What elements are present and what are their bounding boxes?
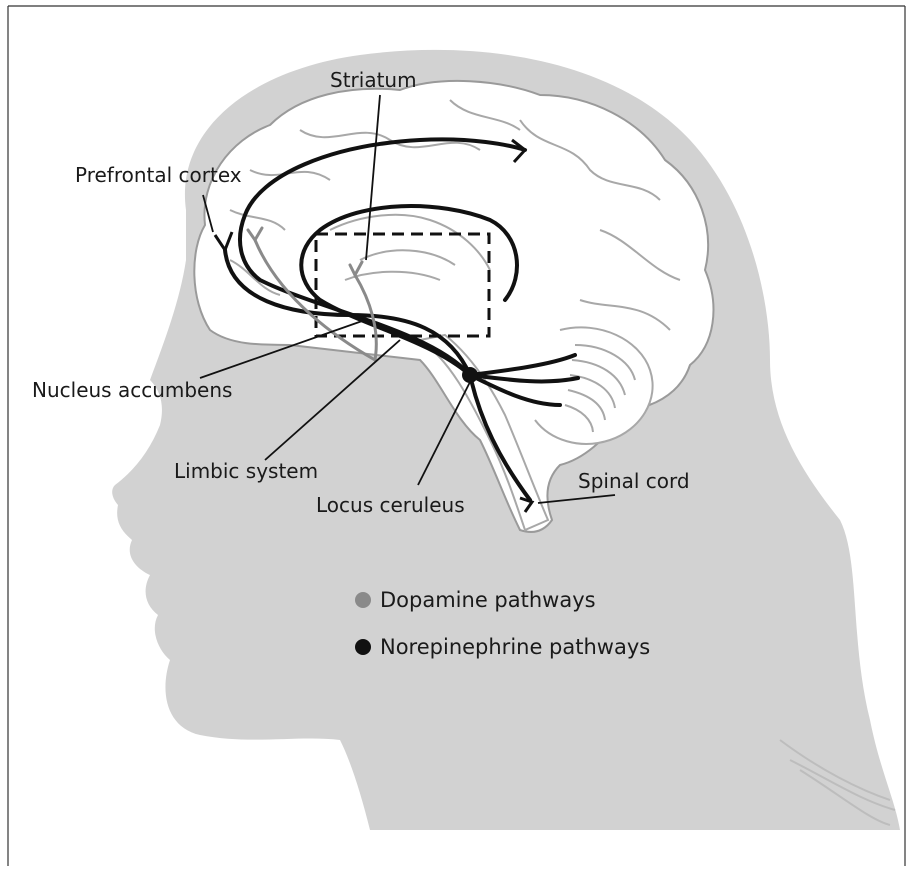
label-locus-ceruleus: Locus ceruleus [316,493,465,517]
label-prefrontal-cortex: Prefrontal cortex [75,163,242,187]
legend-dopamine-label: Dopamine pathways [380,588,596,612]
label-spinal-cord: Spinal cord [578,469,690,493]
label-striatum: Striatum [330,68,417,92]
label-nucleus-accumbens: Nucleus accumbens [32,378,232,402]
legend-norepinephrine-swatch [355,639,371,655]
locus-ceruleus-node [462,367,478,383]
label-limbic-system: Limbic system [174,459,318,483]
legend-norepinephrine-label: Norepinephrine pathways [380,635,650,659]
legend-dopamine-swatch [355,592,371,608]
